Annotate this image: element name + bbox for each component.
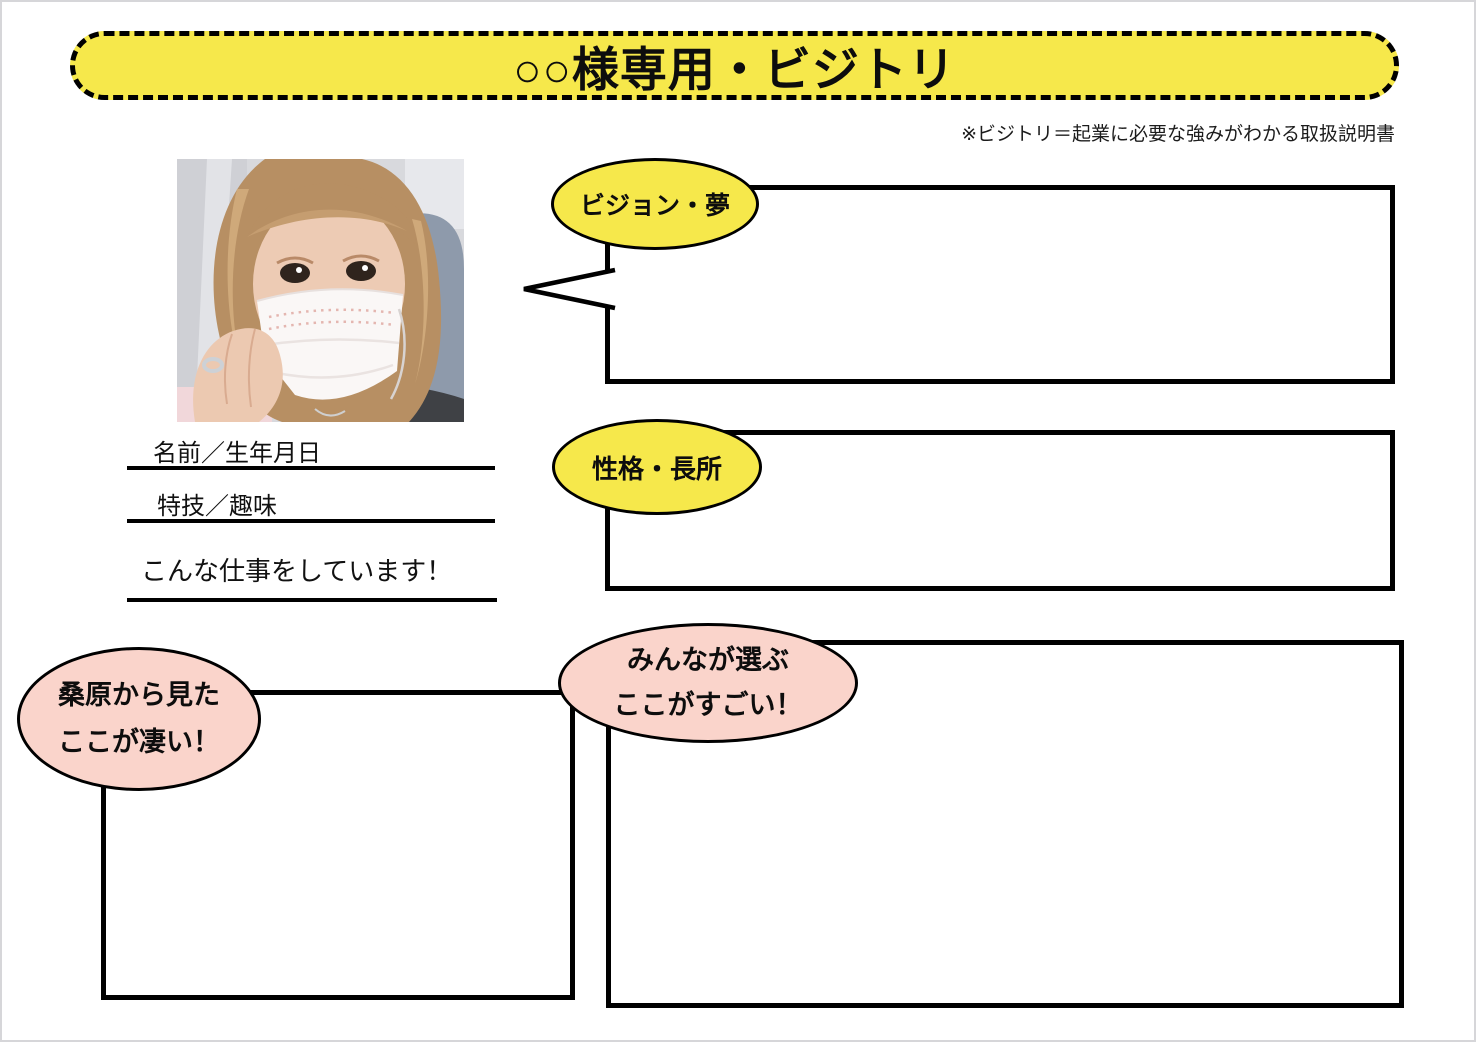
subtitle-note: ※ビジトリ＝起業に必要な強みがわかる取扱説明書 — [961, 124, 1395, 145]
kuwabara-view-label-line2: ここが凄い！ — [58, 727, 220, 757]
skills-hobbies-field[interactable]: 特技／趣味 — [127, 488, 495, 523]
vision-dream-bubble: ビジョン・夢 — [551, 158, 759, 250]
name-birthdate-field[interactable]: 名前／生年月日 — [127, 435, 495, 470]
vision-dream-label: ビジョン・夢 — [579, 192, 730, 220]
everyone-chooses-bubble: みんなが選ぶ ここがすごい！ — [558, 623, 858, 743]
page-title: ○○様専用・ビジトリ — [513, 43, 956, 96]
everyone-chooses-label-line2: ここがすごい！ — [613, 690, 803, 720]
personality-strengths-label: 性格・長所 — [591, 453, 722, 484]
speech-bubble-tail — [523, 267, 616, 311]
job-description-label: こんな仕事をしています！ — [141, 556, 453, 586]
personality-strengths-bubble: 性格・長所 — [552, 419, 762, 515]
kuwabara-view-bubble: 桑原から見た ここが凄い！ — [17, 647, 261, 791]
title-banner: ○○様専用・ビジトリ — [70, 31, 1399, 100]
portrait-photo-illustration — [177, 159, 464, 422]
name-birthdate-label: 名前／生年月日 — [153, 440, 321, 467]
kuwabara-view-label-line1: 桑原から見た — [58, 680, 220, 710]
skills-hobbies-label: 特技／趣味 — [157, 493, 277, 520]
profile-photo — [177, 159, 464, 422]
job-description-field[interactable]: こんな仕事をしています！ — [127, 542, 497, 602]
everyone-chooses-label-line1: みんなが選ぶ — [627, 645, 789, 675]
